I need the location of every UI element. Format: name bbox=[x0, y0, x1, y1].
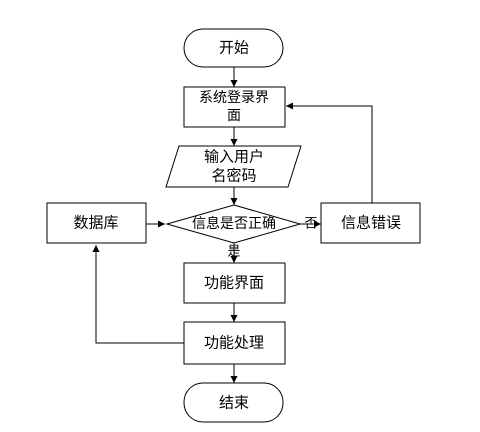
node-login: 系统登录界 面 bbox=[183, 86, 286, 128]
node-end: 结束 bbox=[183, 382, 284, 423]
node-start: 开始 bbox=[183, 28, 284, 68]
node-start-label: 开始 bbox=[219, 39, 249, 57]
node-check-label: 信息是否正确 bbox=[192, 215, 276, 232]
edge-label-yes: 是 bbox=[227, 245, 240, 260]
node-database-label: 数据库 bbox=[73, 214, 118, 232]
node-input-label-line2: 名密码 bbox=[211, 167, 256, 185]
edge-error-to-login bbox=[286, 102, 373, 203]
edge-label-no: 否 bbox=[304, 217, 317, 232]
node-function-ui: 功能界面 bbox=[183, 262, 286, 304]
node-error: 信息错误 bbox=[320, 202, 421, 244]
node-function-ui-label: 功能界面 bbox=[204, 274, 264, 292]
node-input: 输入用户 名密码 bbox=[165, 145, 302, 188]
node-input-label-line1: 输入用户 bbox=[204, 148, 264, 166]
node-error-label: 信息错误 bbox=[341, 214, 401, 232]
node-end-label: 结束 bbox=[219, 394, 249, 412]
node-login-label-line2: 面 bbox=[227, 108, 241, 124]
node-process: 功能处理 bbox=[183, 321, 286, 365]
edge-process-to-database bbox=[92, 245, 184, 344]
node-process-label: 功能处理 bbox=[204, 334, 264, 352]
node-login-label-line1: 系统登录界 bbox=[199, 90, 269, 106]
node-database: 数据库 bbox=[46, 202, 147, 244]
node-check: 信息是否正确 bbox=[165, 204, 302, 244]
